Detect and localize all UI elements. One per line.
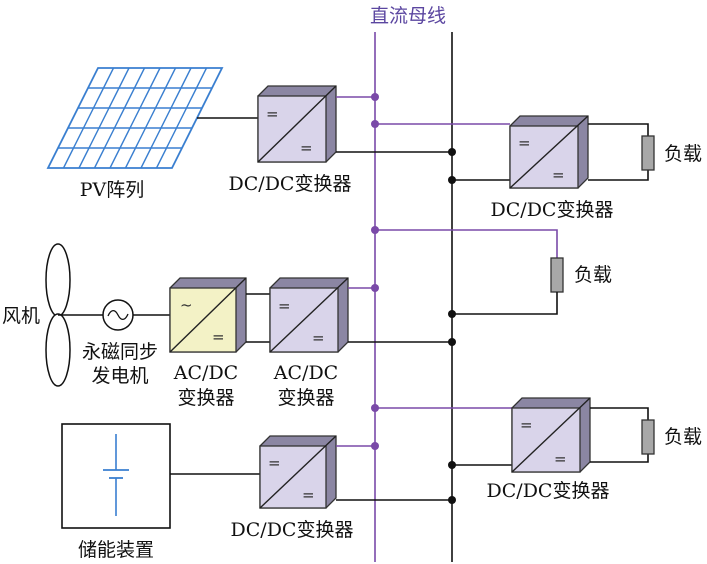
bus-title: 直流母线: [370, 5, 446, 27]
wind-converter-label-1: AC/DC: [273, 362, 338, 384]
wind-neg-junction: [448, 338, 456, 346]
bottom-load-wire-a: [590, 407, 649, 420]
fan-label: 风机: [2, 305, 40, 327]
storage-conv-in-symbol: =: [268, 454, 281, 472]
bottom-conv-out-symbol: =: [554, 450, 567, 468]
pv-conv-out-symbol: =: [300, 139, 313, 157]
bottom-load-resistor: [641, 419, 655, 455]
bottom-load-dcdc-converter: = =: [511, 397, 591, 473]
rectifier-label-1: AC/DC: [173, 362, 238, 384]
wind-conv-out-symbol: =: [312, 329, 325, 347]
top-load-dcdc-converter: = =: [509, 115, 589, 189]
ac-dc-rectifier: ~ =: [169, 277, 247, 353]
mid-load-pos-wire: [375, 229, 558, 258]
storage-neg-junction: [448, 496, 456, 504]
pv-converter-label: DC/DC变换器: [229, 173, 352, 195]
mid-load-resistor: [550, 257, 564, 293]
bottom-load-converter-label: DC/DC变换器: [487, 480, 610, 502]
top-load-resistor: [641, 135, 655, 171]
rectifier-ac-symbol: ~: [180, 296, 193, 314]
wind-converter-label-2: 变换器: [277, 387, 334, 409]
pv-neg-junction: [448, 148, 456, 156]
top-load-converter-label: DC/DC变换器: [491, 199, 614, 221]
top-load-neg-junction: [448, 176, 456, 184]
bottom-load-wire-b: [590, 454, 649, 463]
rectifier-label-2: 变换器: [177, 387, 234, 409]
storage-label: 储能装置: [78, 539, 154, 561]
bottom-load-label: 负载: [664, 426, 702, 448]
top-conv-in-symbol: =: [518, 134, 531, 152]
bottom-load-pos-junction: [371, 404, 379, 412]
generator-label-2: 发电机: [91, 365, 148, 387]
top-conv-out-symbol: =: [552, 166, 565, 184]
pm-generator: [102, 299, 134, 331]
mid-load-neg-wire: [452, 292, 558, 315]
generator-label-1: 永磁同步: [82, 341, 158, 363]
bottom-load-neg-junction: [448, 461, 456, 469]
pv-array: [46, 67, 224, 169]
storage-dcdc-converter: = =: [259, 435, 337, 509]
storage-converter-label: DC/DC变换器: [231, 519, 354, 541]
mid-load-pos-junction: [371, 226, 379, 234]
bottom-conv-in-symbol: =: [520, 416, 533, 434]
storage-pos-junction: [371, 442, 379, 450]
top-load-wire-a: [588, 123, 649, 136]
wind-conv-in-symbol: =: [278, 297, 291, 315]
top-load-pos-junction: [371, 120, 379, 128]
mid-load-label: 负载: [574, 264, 612, 286]
top-load-label: 负载: [664, 143, 702, 165]
pv-conv-in-symbol: =: [266, 105, 279, 123]
pv-array-label: PV阵列: [80, 179, 145, 201]
top-load-wire-b: [588, 170, 649, 181]
wind-turbine: [45, 243, 71, 387]
pv-dcdc-converter: = =: [257, 85, 337, 163]
wind-dc-converter: = =: [269, 277, 349, 353]
mid-load-neg-junction: [448, 310, 456, 318]
wind-pos-junction: [371, 284, 379, 292]
storage-conv-out-symbol: =: [302, 486, 315, 504]
battery-icon: [103, 434, 129, 516]
rectifier-dc-symbol: =: [212, 328, 225, 346]
pv-pos-junction: [371, 93, 379, 101]
